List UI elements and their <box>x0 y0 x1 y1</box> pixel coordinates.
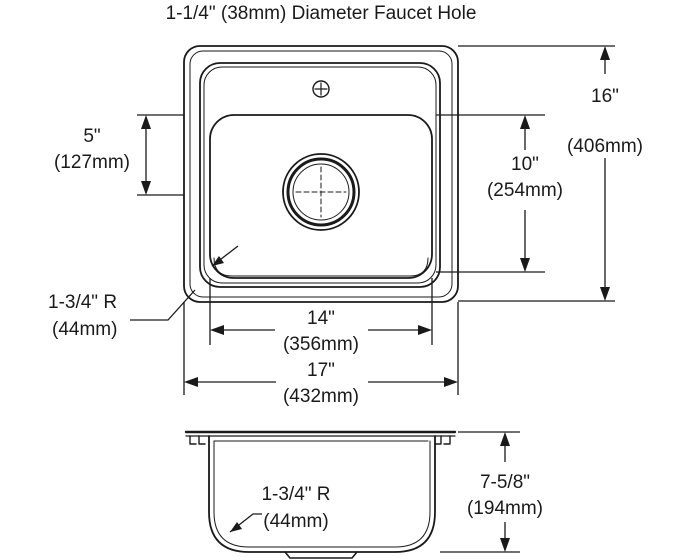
sink-top-view <box>183 45 459 303</box>
overall-length-metric: (406mm) <box>567 136 643 157</box>
corner-radius-top-metric: (44mm) <box>52 319 117 340</box>
overall-length-dimension <box>458 45 647 302</box>
corner-radius-side-metric: (44mm) <box>263 511 328 532</box>
overall-width-imperial: 17" <box>307 360 335 381</box>
bowl-width-imperial: 14" <box>307 308 335 329</box>
bowl-bottom-edge <box>213 257 429 277</box>
overall-length-imperial: 16" <box>591 86 619 107</box>
bowl-length-imperial: 10" <box>511 154 539 175</box>
sink-deck-inner-edge <box>203 66 437 284</box>
overall-width-metric: (432mm) <box>283 386 359 407</box>
depth-imperial: 7-5/8" <box>480 472 530 493</box>
drain-offset-metric: (127mm) <box>54 152 130 173</box>
depth-dimension <box>440 431 552 553</box>
sink-deck-edge <box>199 62 441 288</box>
faucet-hole-icon <box>312 80 330 98</box>
faucet-hole-label: 1-1/4" (38mm) Diameter Faucet Hole <box>166 3 477 24</box>
bowl-length-metric: (254mm) <box>487 180 563 201</box>
drain-offset-imperial: 5" <box>83 126 100 147</box>
bowl-width-dimension <box>209 278 433 345</box>
depth-metric: (194mm) <box>467 498 543 519</box>
bowl-width-metric: (356mm) <box>283 334 359 355</box>
bowl-length-dimension <box>436 114 567 273</box>
corner-radius-top-imperial: 1-3/4" R <box>48 292 117 313</box>
drain-offset-dimension <box>137 114 184 196</box>
mounting-clip-icon <box>434 435 451 445</box>
sink-side-view <box>184 430 457 559</box>
corner-radius-callout <box>130 245 239 321</box>
drain-icon <box>282 153 360 231</box>
sink-rim-inner-edge <box>189 50 453 298</box>
side-corner-radius-callout <box>229 513 262 533</box>
sink-outer-rim <box>183 45 459 303</box>
overall-width-dimension <box>183 302 459 395</box>
drain-outlet <box>284 551 358 559</box>
corner-radius-side-imperial: 1-3/4" R <box>261 484 330 505</box>
sink-bowl <box>209 114 433 279</box>
mounting-clip-icon <box>189 435 206 445</box>
